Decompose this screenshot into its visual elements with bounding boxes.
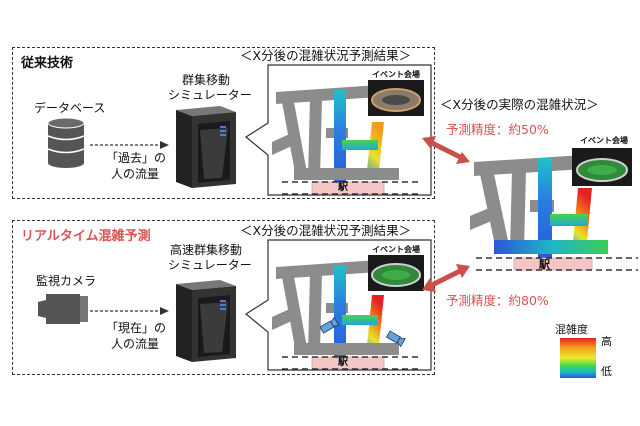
database-label: データベース [34,101,106,115]
camera-icon [38,294,88,324]
accuracy-conventional: 予測精度：約50% [446,122,549,137]
past-flow-label-2: 人の流量 [111,167,160,181]
prediction-map-top [272,80,424,195]
database-icon [47,117,85,168]
compare-arrow-bottom [422,264,470,292]
server-icon [176,106,236,188]
station-label-bottom: 駅 [338,357,348,368]
station-label-top: 駅 [338,182,348,193]
fast-simulator-label-2: シミュレーター [168,258,252,272]
simulator-label-1: 群集移動 [182,73,231,87]
legend-low: 低 [601,365,612,378]
station-label-actual: 駅 [539,258,550,271]
legend-high: 高 [601,335,612,348]
prediction-map-bottom [272,255,424,370]
venue-label-bottom: イベント会場 [372,245,420,254]
actual-title: ＜X分後の実際の混雑状況＞ [440,97,599,112]
conventional-panel-title: 従来技術 [21,56,74,71]
server-icon [176,280,236,362]
current-flow-label-1: 「現在」の [106,321,167,335]
camera-label: 監視カメラ [36,274,97,288]
current-flow-label-2: 人の流量 [111,337,160,351]
simulator-label-2: シミュレーター [168,88,252,102]
legend-title: 混雑度 [555,323,588,336]
legend-colorbar [560,338,596,378]
result-title-top: ＜X分後の混雑状況予測結果＞ [240,48,412,63]
result-title-bottom: ＜X分後の混雑状況予測結果＞ [240,223,412,238]
compare-arrow-top [422,136,470,164]
flow-arrow-top [90,141,169,149]
fast-simulator-label-1: 高速群集移動 [170,243,243,257]
realtime-panel-title: リアルタイム混雑予測 [21,229,151,244]
venue-label-actual: イベント会場 [580,136,628,145]
accuracy-realtime: 予測精度：約80% [446,293,549,308]
flow-arrow-bottom [90,307,169,315]
past-flow-label-1: 「過去」の [106,151,167,165]
actual-map [470,148,638,271]
venue-label-top: イベント会場 [372,70,420,79]
